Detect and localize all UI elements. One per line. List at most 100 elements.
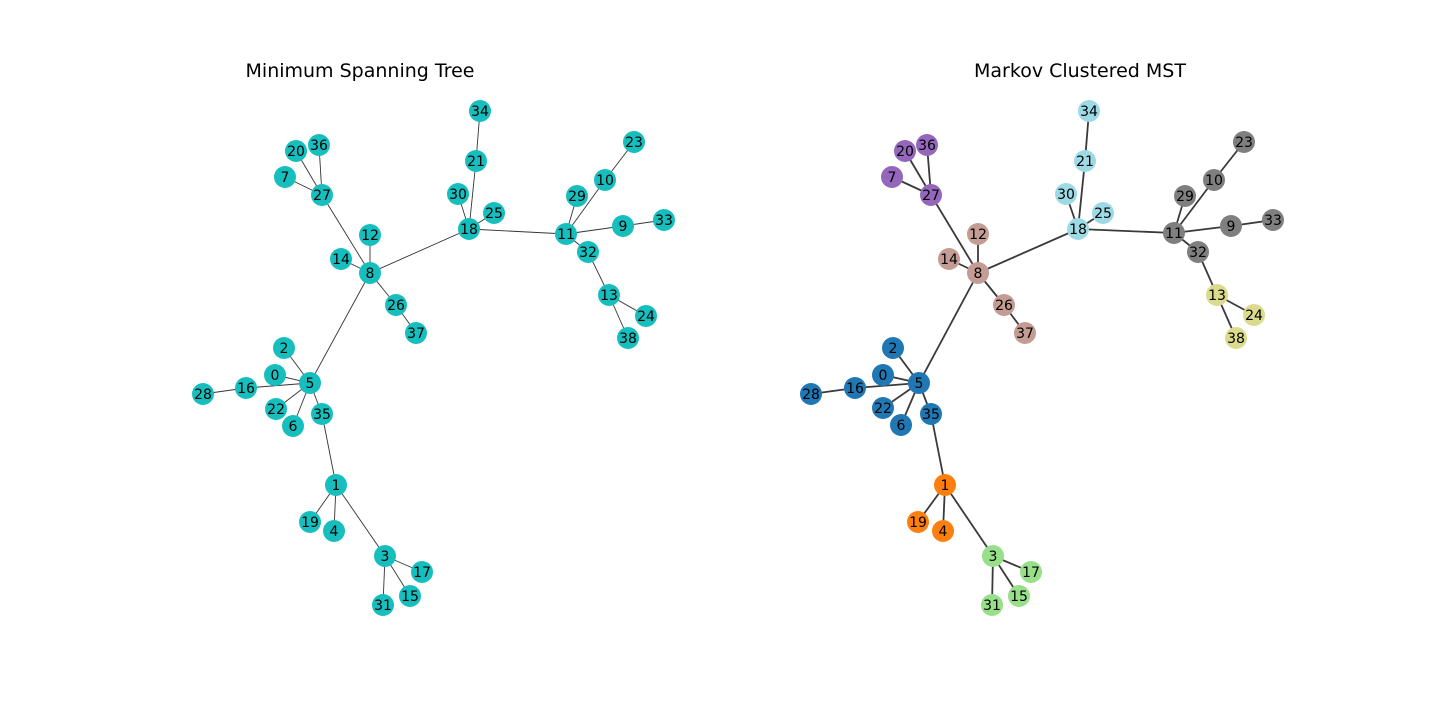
node-label-14: 14 xyxy=(332,252,350,268)
node-circle-37 xyxy=(405,322,427,344)
node-5: 5 xyxy=(908,372,930,394)
node-18: 18 xyxy=(1067,218,1089,240)
node-6: 6 xyxy=(890,414,912,436)
node-30: 30 xyxy=(1055,183,1077,205)
node-circle-27 xyxy=(920,184,942,206)
node-label-23: 23 xyxy=(625,135,643,151)
node-circle-2 xyxy=(273,337,295,359)
node-34: 34 xyxy=(469,100,491,122)
node-circle-11 xyxy=(555,223,577,245)
node-label-8: 8 xyxy=(974,266,983,282)
node-circle-18 xyxy=(458,218,480,240)
node-circle-7 xyxy=(274,166,296,188)
edge-11-10 xyxy=(565,179,606,235)
node-label-3: 3 xyxy=(989,549,998,565)
node-circle-26 xyxy=(993,294,1015,316)
node-7: 7 xyxy=(881,166,903,188)
node-circle-37 xyxy=(1014,322,1036,344)
node-24: 24 xyxy=(1243,304,1265,326)
node-circle-28 xyxy=(800,383,822,405)
node-label-25: 25 xyxy=(485,206,503,222)
node-circle-24 xyxy=(635,305,657,327)
node-label-22: 22 xyxy=(267,402,285,418)
node-label-17: 17 xyxy=(413,565,431,581)
node-11: 11 xyxy=(1163,222,1185,244)
node-circle-20 xyxy=(285,140,307,162)
node-label-34: 34 xyxy=(1080,104,1098,120)
node-circle-22 xyxy=(265,398,287,420)
node-35: 35 xyxy=(311,403,333,425)
node-19: 19 xyxy=(907,511,929,533)
node-circle-36 xyxy=(308,134,330,156)
node-26: 26 xyxy=(993,294,1015,316)
node-circle-3 xyxy=(982,545,1004,567)
node-label-30: 30 xyxy=(449,187,467,203)
node-32: 32 xyxy=(1187,241,1209,263)
node-12: 12 xyxy=(967,223,989,245)
node-label-4: 4 xyxy=(939,524,948,540)
node-label-38: 38 xyxy=(1227,331,1245,347)
node-circle-33 xyxy=(653,209,675,231)
node-circle-6 xyxy=(890,414,912,436)
node-circle-29 xyxy=(566,185,588,207)
node-17: 17 xyxy=(1020,561,1042,583)
node-circle-18 xyxy=(1067,218,1089,240)
node-label-28: 28 xyxy=(194,387,212,403)
node-14: 14 xyxy=(330,248,352,270)
node-label-26: 26 xyxy=(387,298,405,314)
node-circle-3 xyxy=(374,545,396,567)
node-circle-5 xyxy=(908,372,930,394)
node-circle-15 xyxy=(1008,585,1030,607)
node-label-29: 29 xyxy=(1176,189,1194,205)
node-13: 13 xyxy=(598,284,620,306)
node-circle-23 xyxy=(623,131,645,153)
edge-18-11 xyxy=(1077,228,1175,234)
node-circle-1 xyxy=(934,474,956,496)
node-label-11: 11 xyxy=(1165,226,1183,242)
node-10: 10 xyxy=(1203,169,1225,191)
node-label-36: 36 xyxy=(310,138,328,154)
node-circle-23 xyxy=(1233,131,1255,153)
node-circle-34 xyxy=(1078,100,1100,122)
node-label-1: 1 xyxy=(332,478,341,494)
node-circle-15 xyxy=(399,585,421,607)
node-label-12: 12 xyxy=(969,227,987,243)
node-label-31: 31 xyxy=(374,598,392,614)
node-circle-25 xyxy=(1092,202,1114,224)
node-label-33: 33 xyxy=(1264,213,1282,229)
node-circle-19 xyxy=(907,511,929,533)
node-4: 4 xyxy=(932,520,954,542)
node-circle-30 xyxy=(1055,183,1077,205)
node-22: 22 xyxy=(872,397,894,419)
node-label-17: 17 xyxy=(1022,565,1040,581)
node-circle-16 xyxy=(235,377,257,399)
node-label-13: 13 xyxy=(1208,288,1226,304)
node-23: 23 xyxy=(1233,131,1255,153)
node-label-35: 35 xyxy=(922,407,940,423)
node-circle-11 xyxy=(1163,222,1185,244)
node-8: 8 xyxy=(359,262,381,284)
node-label-1: 1 xyxy=(941,478,950,494)
node-label-27: 27 xyxy=(313,188,331,204)
node-circle-26 xyxy=(385,294,407,316)
node-12: 12 xyxy=(359,224,381,246)
node-label-7: 7 xyxy=(281,170,290,186)
node-13: 13 xyxy=(1206,284,1228,306)
node-label-19: 19 xyxy=(301,515,319,531)
node-label-16: 16 xyxy=(237,381,255,397)
node-label-28: 28 xyxy=(802,387,820,403)
node-29: 29 xyxy=(566,185,588,207)
node-label-20: 20 xyxy=(287,144,305,160)
node-18: 18 xyxy=(458,218,480,240)
node-circle-10 xyxy=(594,169,616,191)
node-label-32: 32 xyxy=(1189,245,1207,261)
node-27: 27 xyxy=(920,184,942,206)
node-label-13: 13 xyxy=(600,288,618,304)
edge-8-18 xyxy=(369,228,470,274)
node-17: 17 xyxy=(411,561,433,583)
node-19: 19 xyxy=(299,511,321,533)
node-label-21: 21 xyxy=(467,154,485,170)
